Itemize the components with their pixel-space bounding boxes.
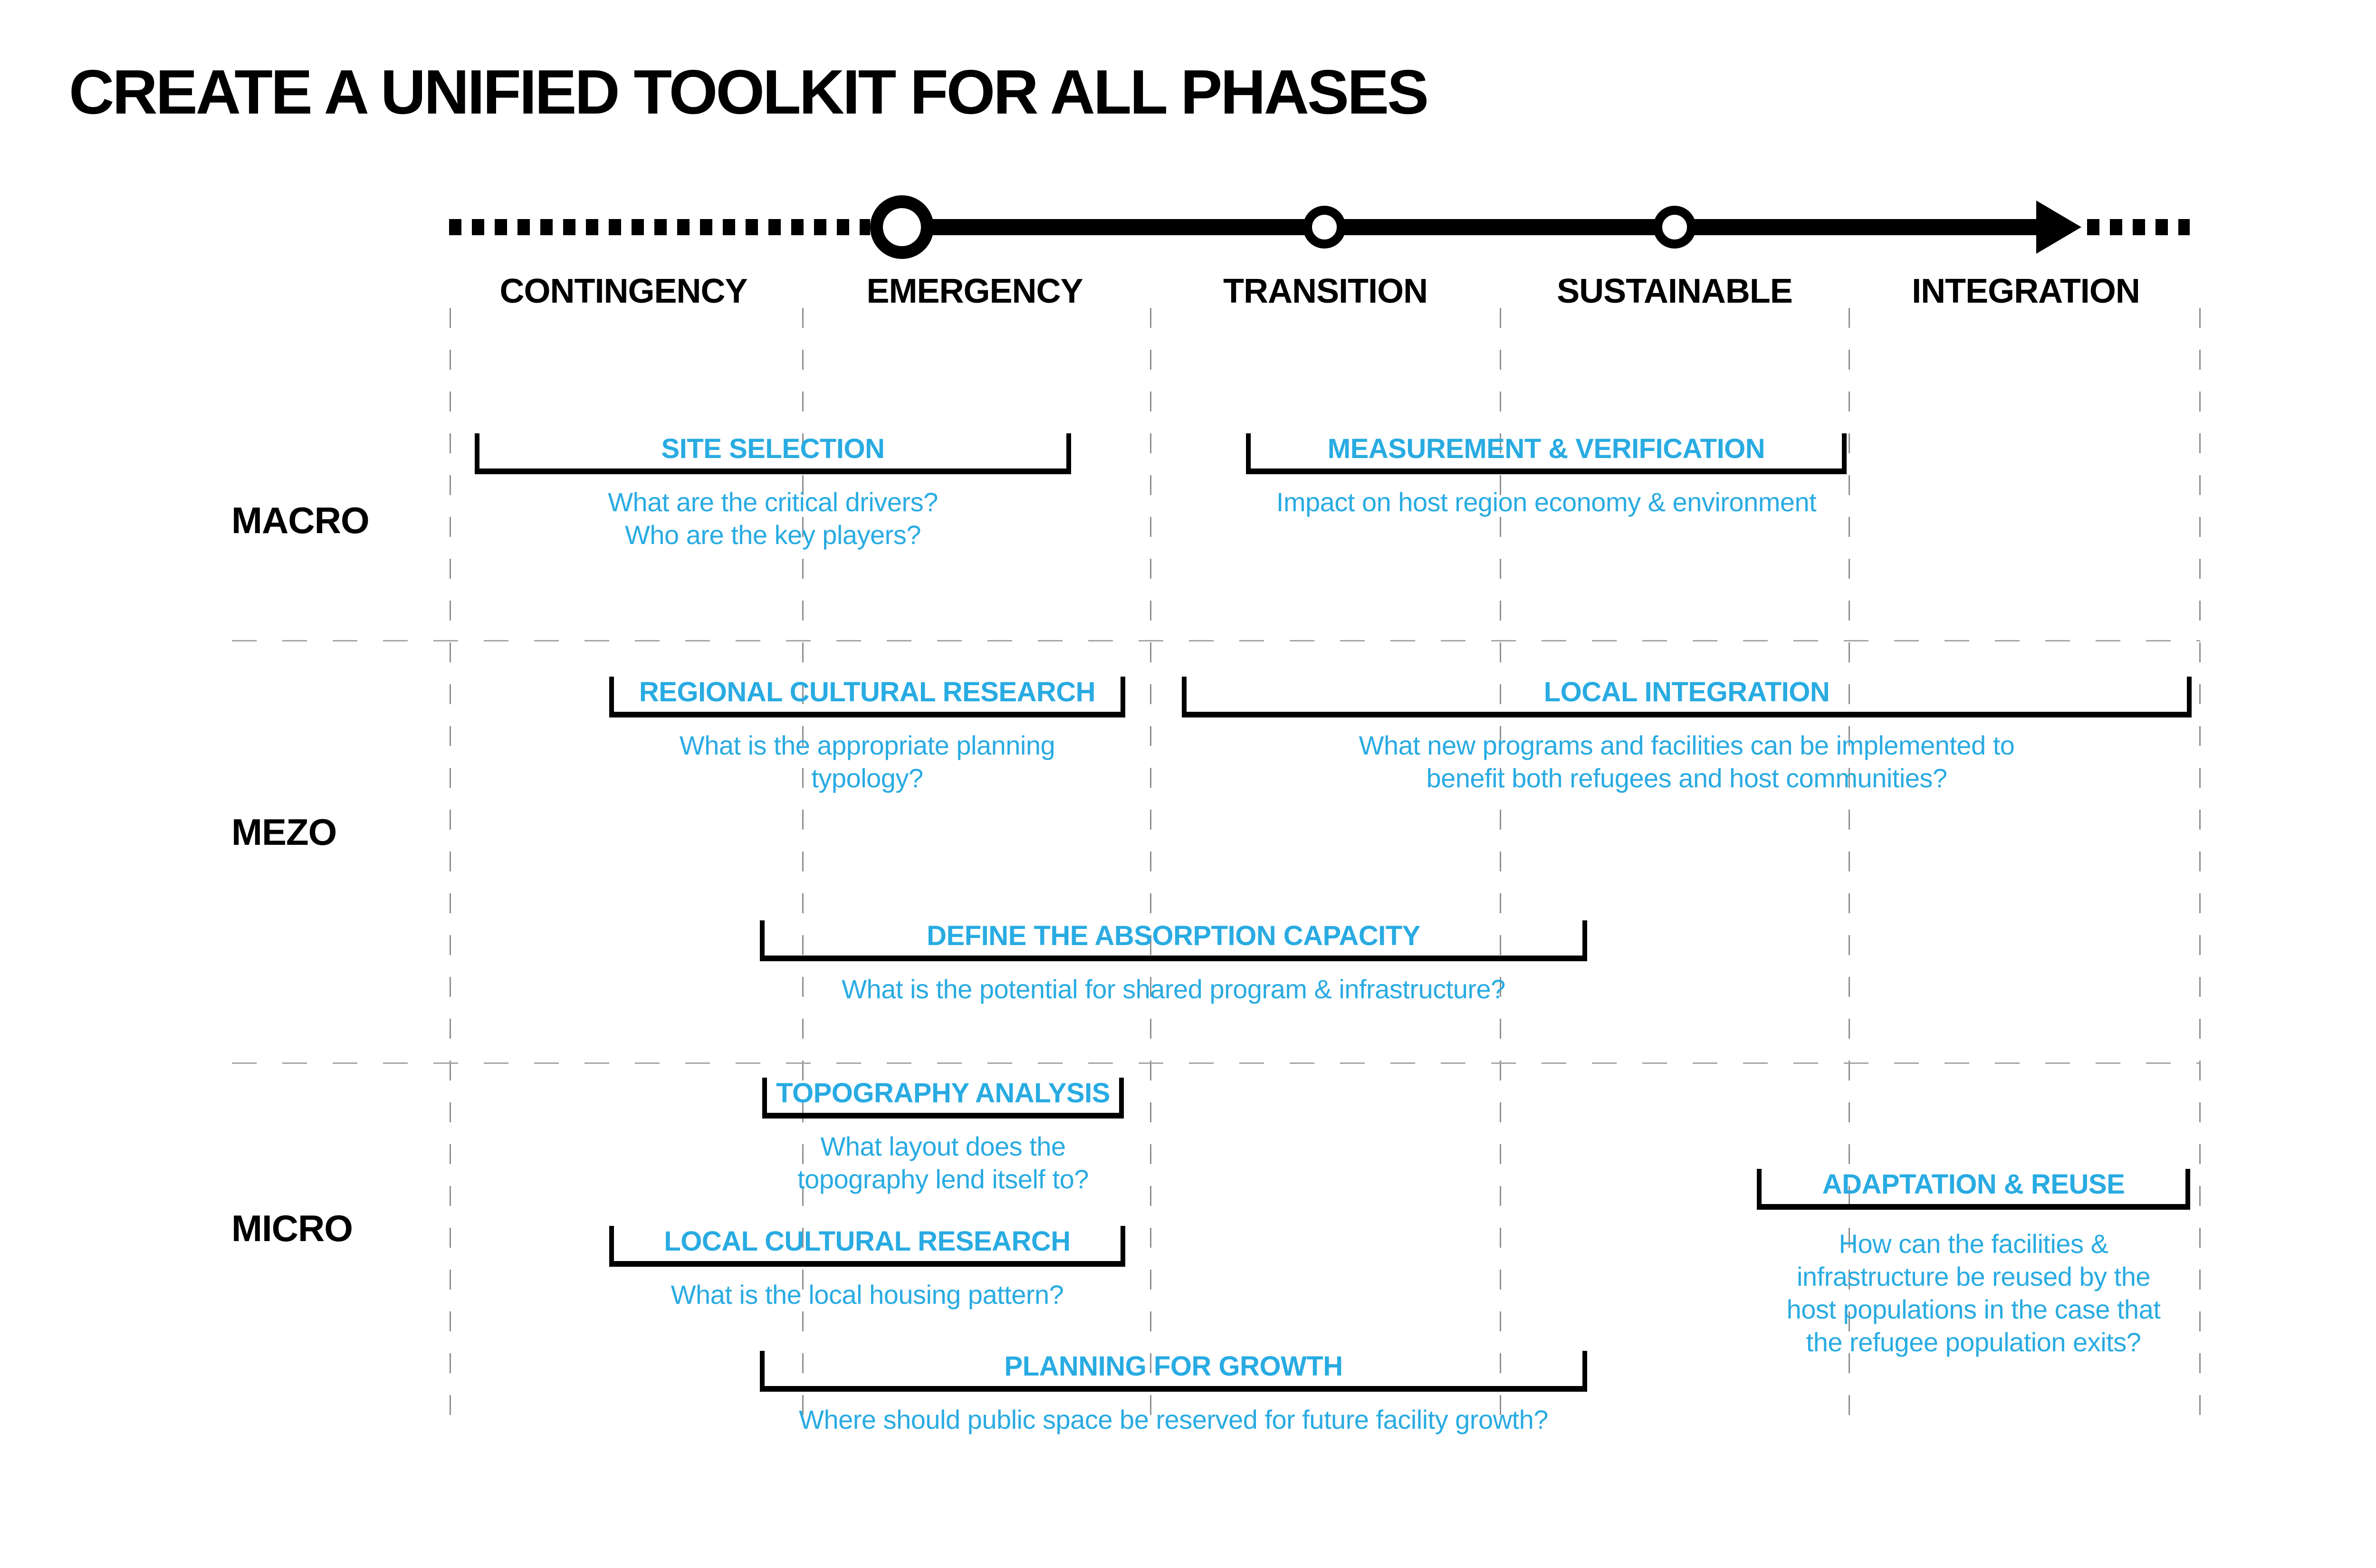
bracket: TOPOGRAPHY ANALYSIS [762, 1078, 1124, 1119]
item-heading: MEASUREMENT & VERIFICATION [1327, 433, 1765, 464]
item-heading: TOPOGRAPHY ANALYSIS [776, 1078, 1110, 1109]
item-questions: How can the facilities & infrastructure … [1786, 1229, 2161, 1357]
bracket: REGIONAL CULTURAL RESEARCH [609, 677, 1125, 717]
item-questions: Where should public space be reserved fo… [799, 1405, 1548, 1434]
timeline-node-sustainable-icon [1653, 206, 1696, 249]
phase-label-emergency: EMERGENCY [866, 272, 1083, 310]
gridline-vertical-5 [1849, 308, 1850, 1429]
item-heading: ADAPTATION & REUSE [1822, 1169, 2125, 1200]
gridline-horizontal-macro-mezo [232, 640, 2200, 641]
item-questions: What layout does the topography lend its… [797, 1131, 1089, 1194]
item-questions: What new programs and facilities can be … [1359, 730, 2015, 793]
bracket: PLANNING FOR GROWTH [760, 1351, 1587, 1392]
item-heading: LOCAL CULTURAL RESEARCH [664, 1226, 1071, 1257]
timeline-node-emergency-icon [870, 195, 934, 259]
phase-label-transition: TRANSITION [1223, 272, 1428, 310]
item-heading: REGIONAL CULTURAL RESEARCH [639, 677, 1096, 708]
gridline-vertical-1 [450, 308, 451, 1429]
page-title: CREATE A UNIFIED TOOLKIT FOR ALL PHASES [69, 57, 1429, 127]
bracket: LOCAL INTEGRATION [1182, 677, 2192, 717]
timeline-arrowhead-icon [2036, 201, 2081, 254]
phase-label-sustainable: SUSTAINABLE [1557, 272, 1793, 310]
gridline-vertical-4 [1500, 308, 1501, 1429]
bracket: MEASUREMENT & VERIFICATION [1246, 433, 1847, 474]
timeline-dotted-segment-left [449, 219, 870, 235]
timeline-dotted-segment-right [2087, 219, 2190, 235]
item-questions: Impact on host region economy & environm… [1276, 487, 1817, 517]
bracket: SITE SELECTION [475, 433, 1071, 474]
bracket: LOCAL CULTURAL RESEARCH [609, 1226, 1125, 1267]
gridline-vertical-3 [1150, 308, 1151, 1429]
item-questions: What are the critical drivers? Who are t… [608, 487, 938, 550]
row-label-macro: MACRO [231, 499, 370, 541]
gridline-vertical-6 [2199, 308, 2201, 1429]
item-heading: LOCAL INTEGRATION [1543, 677, 1830, 708]
item-heading: PLANNING FOR GROWTH [1004, 1351, 1343, 1382]
timeline-solid-segment [902, 219, 2036, 235]
gridline-horizontal-mezo-micro [232, 1062, 2200, 1064]
bracket: ADAPTATION & REUSE [1757, 1169, 2190, 1210]
item-heading: SITE SELECTION [661, 433, 885, 464]
item-heading: DEFINE THE ABSORPTION CAPACITY [927, 920, 1420, 951]
phase-label-contingency: CONTINGENCY [499, 272, 747, 310]
row-label-micro: MICRO [231, 1207, 353, 1249]
gridline-vertical-2 [802, 308, 804, 1429]
item-questions: What is the appropriate planning typolog… [679, 730, 1055, 793]
item-questions: What is the potential for shared program… [842, 974, 1505, 1004]
item-questions: What is the local housing pattern? [671, 1280, 1064, 1310]
phase-label-integration: INTEGRATION [1912, 272, 2140, 310]
row-label-mezo: MEZO [231, 811, 337, 853]
timeline-node-transition-icon [1303, 206, 1346, 249]
bracket: DEFINE THE ABSORPTION CAPACITY [760, 920, 1587, 961]
